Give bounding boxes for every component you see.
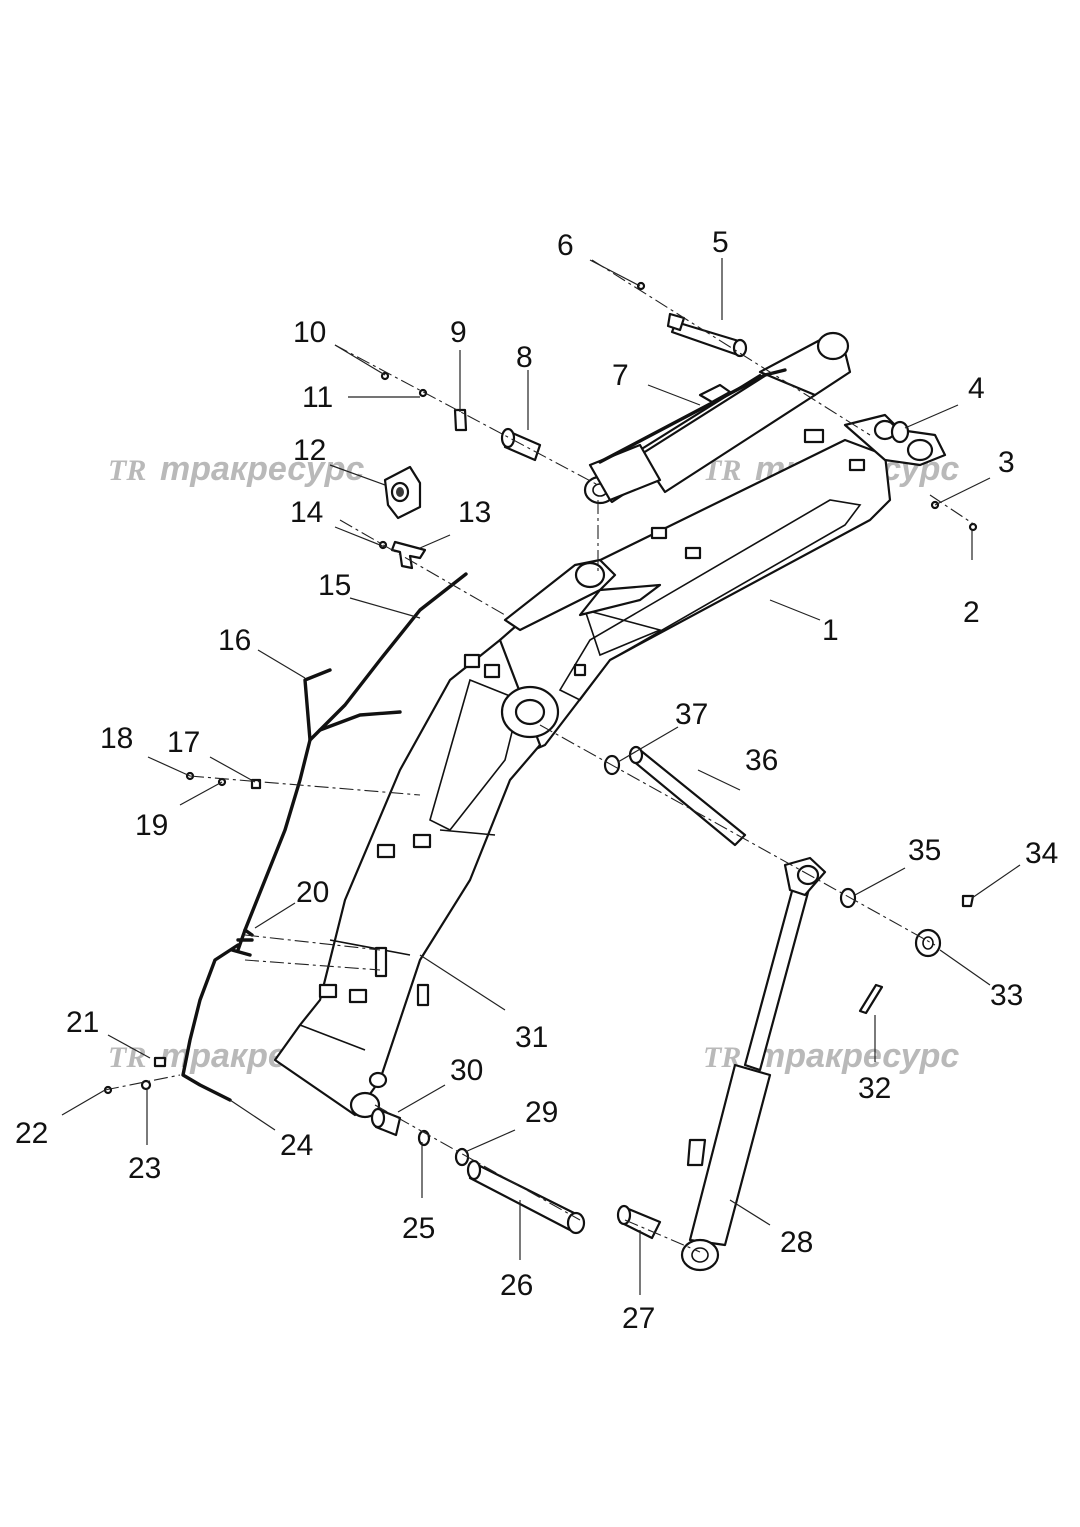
washer-part-4 xyxy=(890,420,910,444)
callout-11: 11 xyxy=(302,381,333,414)
callout-21: 21 xyxy=(66,1006,99,1039)
pin-part-8 xyxy=(500,427,542,462)
callout-25: 25 xyxy=(402,1212,435,1245)
callout-5: 5 xyxy=(712,226,729,259)
callout-13: 13 xyxy=(458,496,491,529)
boom-cylinder-part-7 xyxy=(583,331,852,505)
callout-10: 10 xyxy=(293,316,326,349)
washer-part-35 xyxy=(839,887,857,909)
leader-lines xyxy=(61,258,1021,1295)
pin-part-36 xyxy=(628,745,747,847)
callout-6: 6 xyxy=(557,229,574,262)
callout-17: 17 xyxy=(167,726,200,759)
callout-20: 20 xyxy=(296,876,329,909)
bracket-part-9 xyxy=(453,408,468,432)
pin-part-5 xyxy=(666,312,748,358)
callout-35: 35 xyxy=(908,834,941,867)
callout-33: 33 xyxy=(990,979,1023,1012)
bracket-part-13 xyxy=(390,540,427,570)
callout-26: 26 xyxy=(500,1269,533,1302)
pin-part-26 xyxy=(466,1159,586,1235)
callout-labels: 1 2 3 4 5 6 7 8 9 10 11 12 13 14 15 16 1… xyxy=(15,226,1058,1335)
callout-31: 31 xyxy=(515,1021,548,1054)
callout-34: 34 xyxy=(1025,837,1058,870)
callout-22: 22 xyxy=(15,1117,48,1150)
callout-36: 36 xyxy=(745,744,778,777)
watermark-1: TR тракресурс xyxy=(108,450,364,488)
callout-12: 12 xyxy=(293,434,326,467)
arm-cylinder-part-28 xyxy=(680,856,827,1272)
callout-8: 8 xyxy=(516,341,533,374)
svg-text:тракресурс: тракресурс xyxy=(160,450,364,488)
callout-29: 29 xyxy=(525,1096,558,1129)
callout-9: 9 xyxy=(450,316,467,349)
watermark-4: TR тракресурс xyxy=(703,1037,959,1075)
bushing-part-30 xyxy=(370,1107,402,1137)
callout-14: 14 xyxy=(290,496,323,529)
callout-4: 4 xyxy=(968,372,985,405)
spacer-part-33 xyxy=(914,928,942,958)
callout-18: 18 xyxy=(100,722,133,755)
callout-37: 37 xyxy=(675,698,708,731)
callout-27: 27 xyxy=(622,1302,655,1335)
svg-text:TR: TR xyxy=(108,454,146,487)
callout-2: 2 xyxy=(963,596,980,629)
callout-15: 15 xyxy=(318,569,351,602)
callout-32: 32 xyxy=(858,1072,891,1105)
callout-16: 16 xyxy=(218,624,251,657)
svg-text:TR: TR xyxy=(108,1041,146,1074)
bolt-part-32 xyxy=(858,983,884,1015)
fitting-part-34 xyxy=(961,894,975,908)
assembly-center-lines xyxy=(104,259,976,1253)
callout-24: 24 xyxy=(280,1129,313,1162)
callout-28: 28 xyxy=(780,1226,813,1259)
callout-30: 30 xyxy=(450,1054,483,1087)
pin-part-27 xyxy=(616,1204,662,1240)
callout-23: 23 xyxy=(128,1152,161,1185)
svg-text:тракресурс: тракресурс xyxy=(755,1037,959,1075)
callout-3: 3 xyxy=(998,446,1015,479)
callout-19: 19 xyxy=(135,809,168,842)
switch-box-part-12 xyxy=(383,465,422,520)
callout-7: 7 xyxy=(612,359,629,392)
wire-harness xyxy=(181,572,468,1102)
callout-1: 1 xyxy=(822,614,839,647)
